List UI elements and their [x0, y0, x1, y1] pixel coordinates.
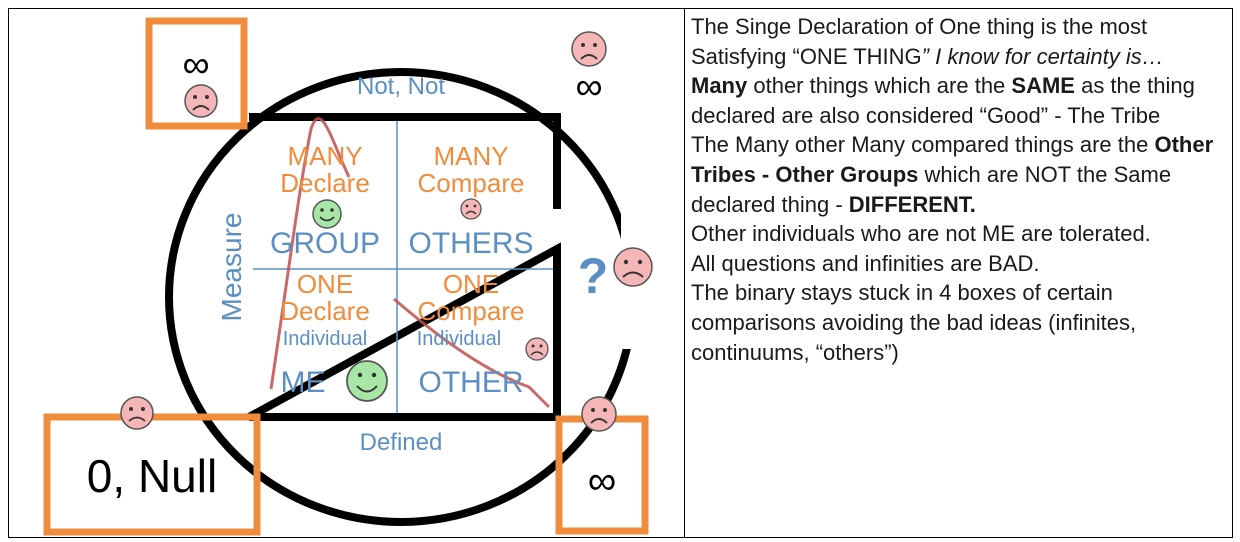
br-line1: ONE: [443, 269, 499, 299]
p3-text-a: The Many other Many compared things are …: [691, 132, 1155, 158]
circle-gap: [621, 139, 646, 349]
p2-bold-many: Many: [691, 73, 748, 99]
happy-face-icon: [346, 360, 388, 402]
content-table: ∞ ∞ Not, Not Defined Measure MANY Declar…: [8, 8, 1233, 538]
p2-text-b: as the thing declared are also considere…: [691, 73, 1195, 128]
tl-line1: MANY: [287, 141, 362, 171]
quadrant-diagram: ∞ ∞ Not, Not Defined Measure MANY Declar…: [43, 17, 653, 536]
p2-bold-same: SAME: [1011, 73, 1075, 99]
paragraph-6: The binary stays stuck in 4 boxes of cer…: [691, 280, 1137, 365]
bottom-label: Defined: [360, 429, 443, 456]
question-mark: ?: [578, 248, 609, 304]
infinity-box-top-left: [145, 17, 248, 130]
tr-line1: MANY: [433, 141, 508, 171]
description-cell: The Singe Declaration of One thing is th…: [691, 9, 1228, 540]
p1-text: The Singe Declaration of One thing is th…: [691, 14, 1148, 69]
sad-face-icon: [571, 31, 607, 67]
paragraph-5: All questions and infinities are BAD.: [691, 250, 1040, 276]
infinity-bottom-right: ∞: [588, 459, 617, 503]
main-square: [247, 113, 561, 421]
p3-bold-different: DIFFERENT.: [848, 191, 976, 217]
br-line3: Individual: [417, 328, 502, 350]
bl-line1: ONE: [297, 269, 353, 299]
bl-line3: Individual: [283, 328, 368, 350]
top-label: Not, Not: [357, 73, 445, 100]
diagram-cell: ∞ ∞ Not, Not Defined Measure MANY Declar…: [9, 9, 684, 537]
red-curve-left: [269, 117, 351, 390]
sad-face-icon: [120, 396, 154, 430]
sad-face-icon: [613, 247, 653, 287]
paragraph-2: Many other things which are the SAME as …: [691, 71, 1228, 130]
sad-face-icon: [581, 396, 617, 432]
paragraph-1: The Singe Declaration of One thing is th…: [691, 12, 1228, 71]
tr-line2: Compare: [418, 168, 525, 198]
bl-line2: Declare: [280, 296, 370, 326]
tl-line3: GROUP: [270, 227, 380, 260]
paragraph-3: The Many other Many compared things are …: [691, 130, 1228, 219]
left-label: Measure: [216, 213, 247, 322]
bl-line4: ME: [281, 366, 326, 399]
sad-face-icon: [184, 84, 218, 118]
sad-face-icon: [525, 337, 549, 361]
br-line4: OTHER: [419, 366, 524, 399]
br-line2: Compare: [418, 296, 525, 326]
p1-italic: ” I know for certainty is…: [921, 43, 1164, 69]
null-label: 0, Null: [87, 450, 217, 502]
infinity-top-left: ∞: [182, 44, 209, 86]
p2-text-a: other things which are the: [747, 73, 1012, 99]
p3-bold-tribes: Other Tribes - Other Groups: [691, 132, 1214, 187]
tr-line3: OTHERS: [408, 227, 533, 260]
column-divider: [684, 9, 685, 537]
tl-line2: Declare: [280, 168, 370, 198]
sad-face-icon: [460, 198, 482, 220]
happy-face-icon: [312, 199, 342, 229]
infinity-top-right: ∞: [575, 66, 602, 108]
paragraph-4: Other individuals who are not ME are tol…: [691, 221, 1151, 247]
p3-text-b: which are NOT the Same declared thing -: [691, 161, 1172, 217]
red-curve-right: [393, 297, 551, 409]
